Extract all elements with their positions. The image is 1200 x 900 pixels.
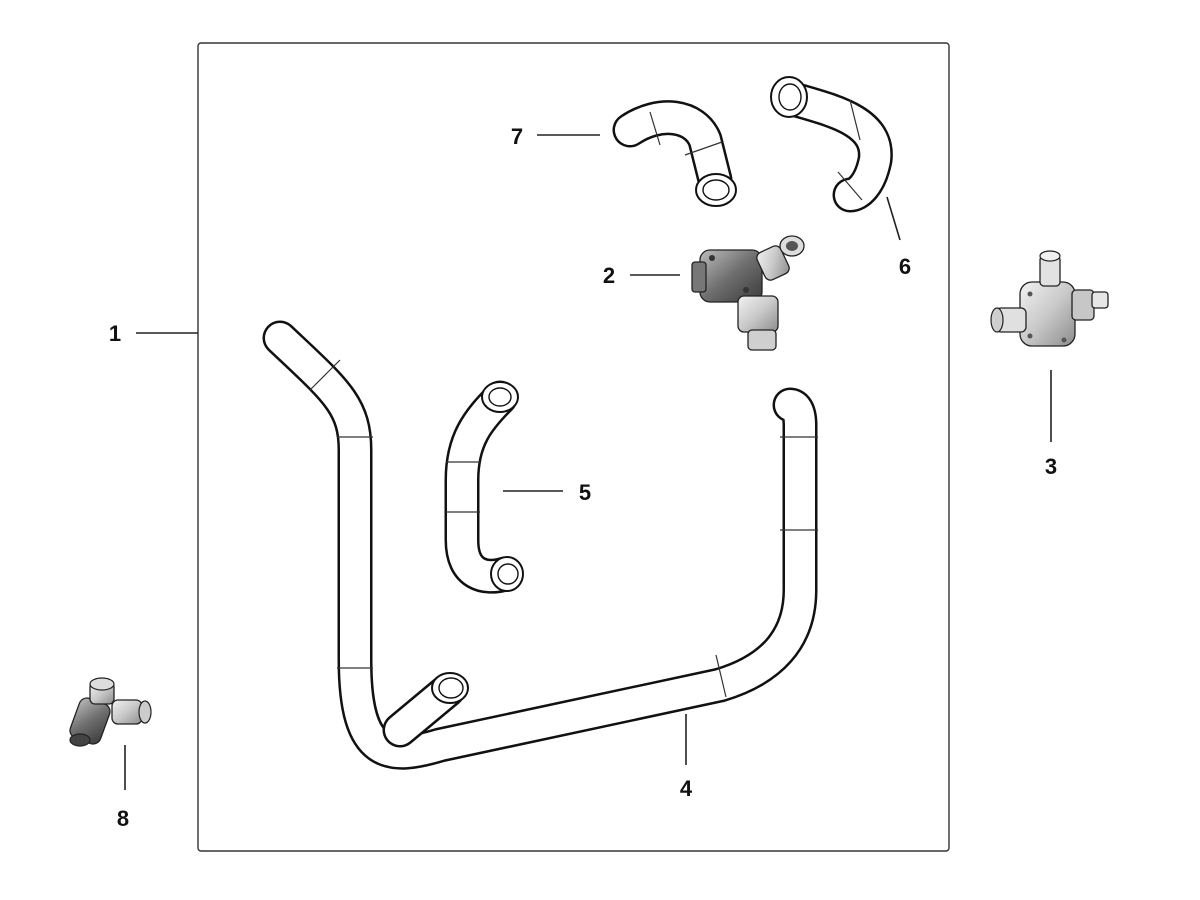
kit-frame [197,42,950,852]
callout-8: 8 [117,806,129,831]
hose-7 [612,100,737,207]
callout-6: 6 [899,254,911,279]
callout-7: 7 [511,124,523,149]
hose-5 [444,380,524,594]
callout-3: 3 [1045,454,1057,479]
hose-4 [262,320,818,770]
callout-2: 2 [603,263,615,288]
callout-1: 1 [109,321,121,346]
thermostat-housing-2 [691,235,805,351]
fitting-8 [69,677,152,747]
callout-4: 4 [680,776,693,801]
leader-6 [886,196,901,241]
callout-5: 5 [579,480,591,505]
thermostat-housing-3 [990,250,1109,347]
hose-6 [770,76,893,213]
